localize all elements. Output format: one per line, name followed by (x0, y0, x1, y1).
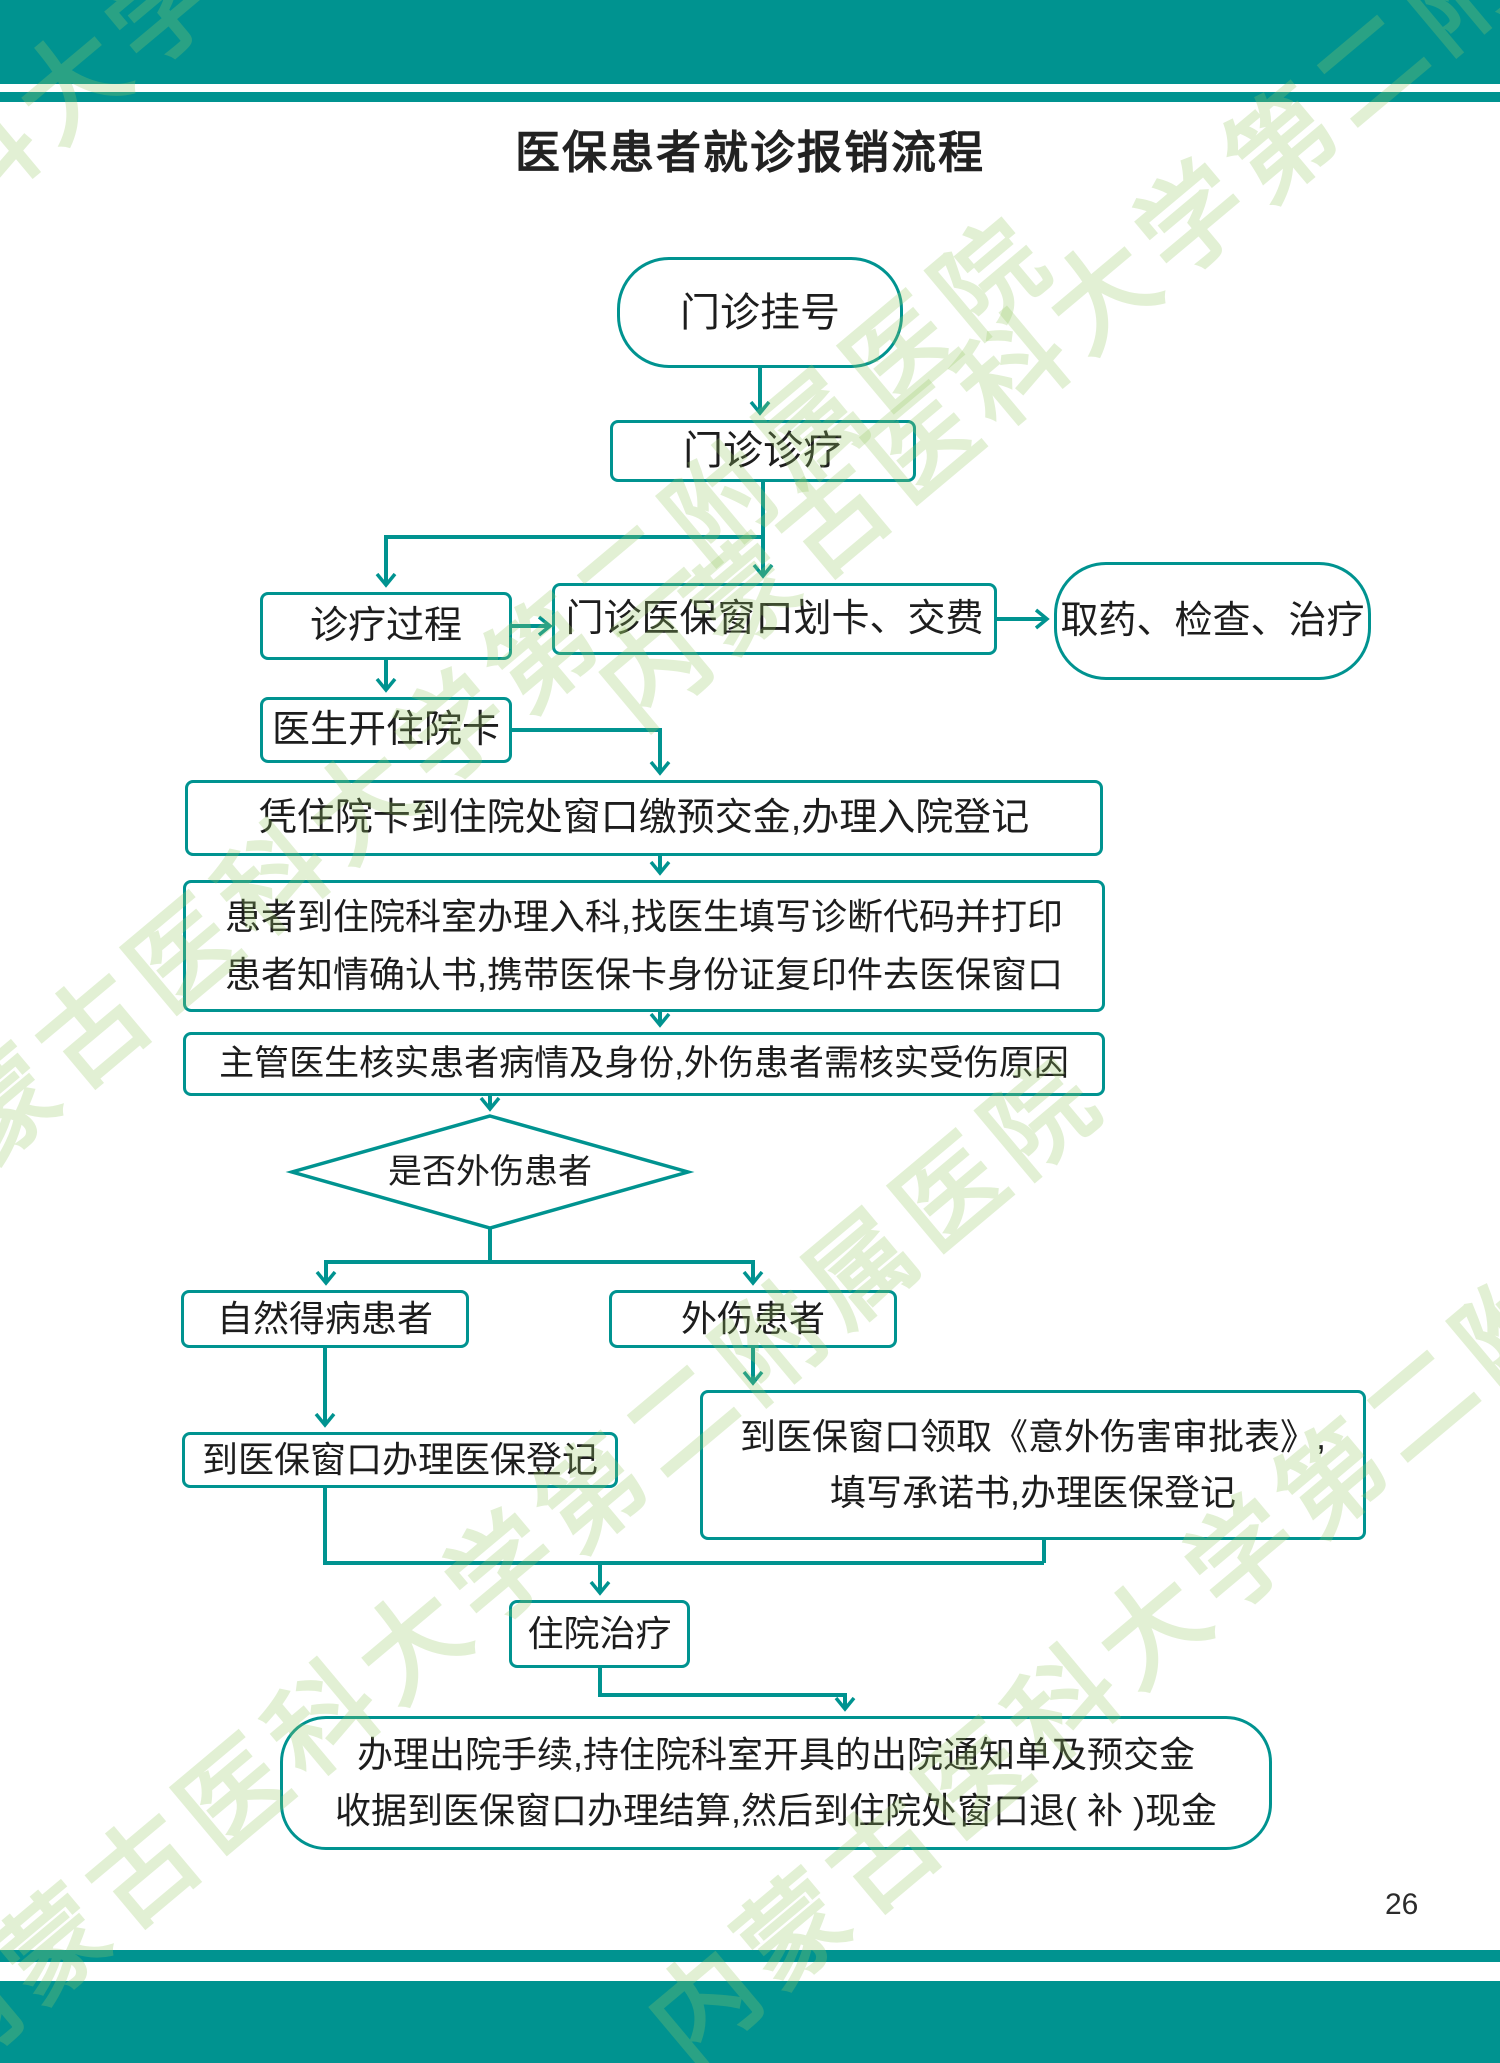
node-medicine-check-treatment: 取药、检查、治疗 (1054, 562, 1371, 680)
connector-inpatient-to-discharge (598, 1668, 845, 1709)
node-trauma-approval: 到医保窗口领取《意外伤害审批表》, 填写承诺书,办理医保登记 (700, 1390, 1366, 1540)
node-outpatient-treatment: 门诊诊疗 (610, 420, 916, 482)
node-label: 凭住院卡到住院处窗口缴预交金,办理入院登记 (258, 796, 1030, 839)
node-label: 是否外伤患者 (388, 1152, 592, 1191)
connector-merge-left (323, 1488, 1044, 1565)
node-ward-admission: 患者到住院科室办理入科,找医生填写诊断代码并打印 患者知情确认书,携带医保卡身份… (183, 880, 1105, 1012)
node-label-line1: 到医保窗口领取《意外伤害审批表》, (739, 1416, 1326, 1458)
node-doctor-verification: 主管医生核实患者病情及身份,外伤患者需核实受伤原因 (183, 1032, 1105, 1096)
node-deposit-admission-registration: 凭住院卡到住院处窗口缴预交金,办理入院登记 (185, 780, 1103, 856)
node-label: 医生开住院卡 (271, 708, 500, 751)
node-trauma-patient: 外伤患者 (609, 1290, 897, 1348)
node-label: 门诊医保窗口划卡、交费 (565, 597, 984, 640)
node-doctor-admission-card: 医生开住院卡 (260, 697, 512, 763)
node-outpatient-registration: 门诊挂号 (617, 257, 903, 368)
connector-decision-to-natural (326, 1228, 492, 1283)
node-insurance-registration: 到医保窗口办理医保登记 (182, 1432, 618, 1488)
node-label: 诊疗过程 (309, 604, 462, 647)
node-label: 取药、检查、治疗 (1060, 599, 1365, 642)
top-band (0, 0, 1500, 84)
connector-card-to-deposit (512, 728, 660, 773)
node-label: 外伤患者 (680, 1298, 825, 1339)
page-title: 医保患者就诊报销流程 (514, 127, 985, 178)
node-label: 门诊诊疗 (683, 429, 843, 473)
node-label-line1: 患者到住院科室办理入科,找医生填写诊断代码并打印 (224, 896, 1063, 938)
bottom-rule (0, 1950, 1500, 1962)
connector-outpatient-to-process (386, 482, 765, 585)
node-label-line2: 患者知情确认书,携带医保卡身份证复印件去医保窗口 (224, 954, 1063, 995)
node-label-line2: 收据到医保窗口办理结算,然后到住院处窗口退( 补 )现金 (335, 1790, 1217, 1831)
node-label-line2: 填写承诺书,办理医保登记 (829, 1472, 1236, 1513)
node-natural-disease-patient: 自然得病患者 (181, 1290, 469, 1348)
top-rule (0, 92, 1500, 102)
node-insurance-window-payment: 门诊医保窗口划卡、交费 (552, 583, 997, 655)
node-treatment-process: 诊疗过程 (260, 592, 512, 660)
node-inpatient-treatment: 住院治疗 (509, 1600, 690, 1668)
decision-diamond-shape (285, 1114, 695, 1230)
connector-decision-to-trauma (490, 1260, 753, 1283)
node-discharge-settlement: 办理出院手续,持住院科室开具的出院通知单及预交金 收据到医保窗口办理结算,然后到… (280, 1716, 1272, 1850)
node-label: 门诊挂号 (680, 290, 840, 335)
node-label: 自然得病患者 (216, 1298, 433, 1339)
page-number: 26 (1385, 1888, 1419, 1921)
node-decision-trauma: 是否外伤患者 (290, 1142, 690, 1202)
bottom-band (0, 1981, 1500, 2063)
node-label: 主管医生核实患者病情及身份,外伤患者需核实受伤原因 (219, 1043, 1069, 1083)
node-label: 到医保窗口办理医保登记 (201, 1439, 598, 1480)
node-label-line1: 办理出院手续,持住院科室开具的出院通知单及预交金 (356, 1734, 1195, 1776)
node-label: 住院治疗 (527, 1613, 672, 1654)
